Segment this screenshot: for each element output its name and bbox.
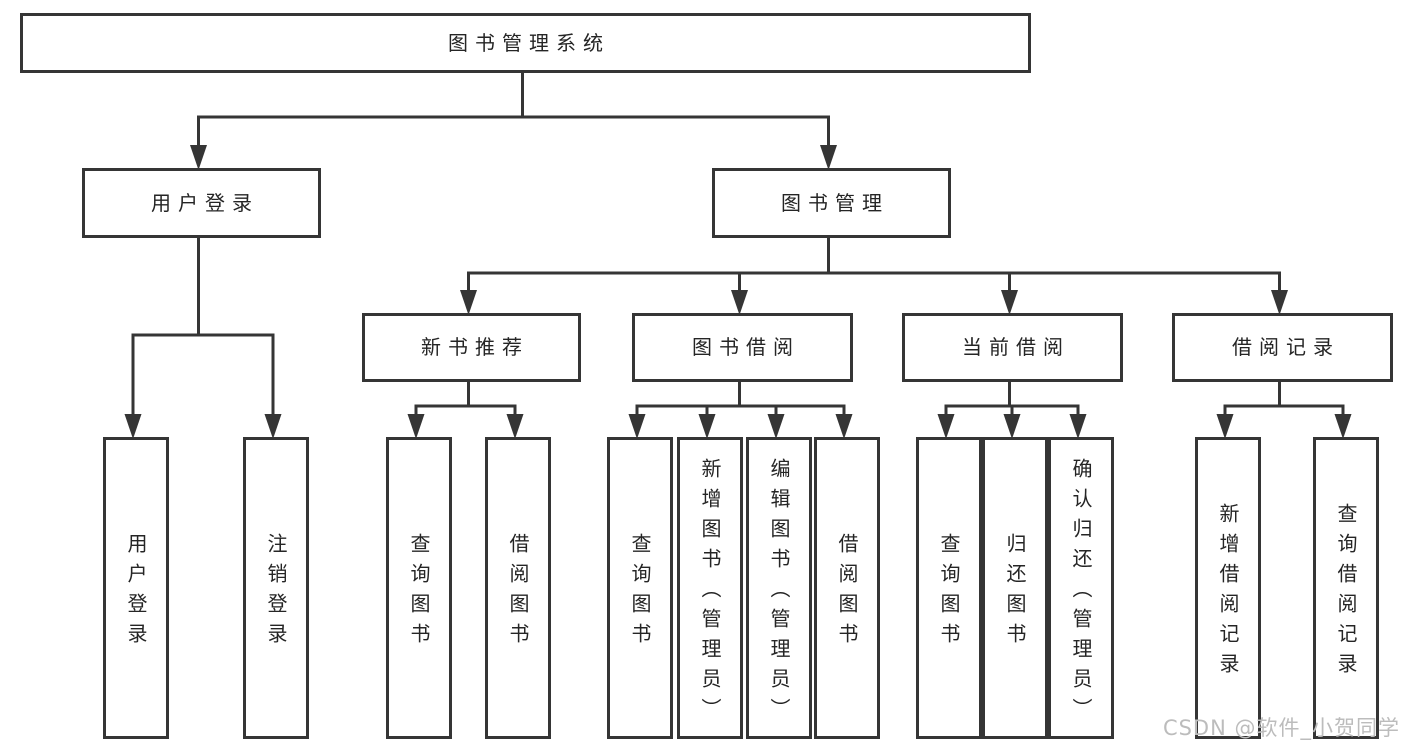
node-label-bb-borrow-book: 借阅图书 bbox=[835, 533, 859, 653]
node-label-logout: 注销登录 bbox=[264, 533, 288, 653]
node-cb-confirm-return: 确认归还（管理员） bbox=[1048, 437, 1114, 739]
node-bb-add-book: 新增图书（管理员） bbox=[677, 437, 743, 739]
node-label-new-book-rec: 新书推荐 bbox=[421, 335, 529, 359]
node-label-bb-edit-book: 编辑图书（管理员） bbox=[767, 458, 791, 728]
node-br-add-record: 新增借阅记录 bbox=[1195, 437, 1261, 739]
node-label-bb-add-book: 新增图书（管理员） bbox=[698, 458, 722, 728]
node-new-book-rec: 新书推荐 bbox=[362, 313, 581, 382]
node-rec-borrow-book: 借阅图书 bbox=[485, 437, 551, 739]
node-label-user-login: 用户登录 bbox=[151, 190, 259, 215]
node-label-cb-confirm-return: 确认归还（管理员） bbox=[1069, 458, 1093, 728]
node-label-br-query-record: 查询借阅记录 bbox=[1334, 503, 1358, 683]
node-rec-query-book: 查询图书 bbox=[386, 437, 452, 739]
node-user-login: 用户登录 bbox=[82, 168, 321, 238]
node-borrow-record: 借阅记录 bbox=[1172, 313, 1393, 382]
node-label-br-add-record: 新增借阅记录 bbox=[1216, 503, 1240, 683]
node-label-cb-query-book: 查询图书 bbox=[937, 533, 961, 653]
node-bb-borrow-book: 借阅图书 bbox=[814, 437, 880, 739]
node-label-rec-borrow-book: 借阅图书 bbox=[506, 533, 530, 653]
node-label-borrow-record: 借阅记录 bbox=[1232, 335, 1340, 359]
node-book-borrow: 图书借阅 bbox=[632, 313, 853, 382]
node-bb-query-book: 查询图书 bbox=[607, 437, 673, 739]
node-label-login: 用户登录 bbox=[124, 533, 148, 653]
node-bb-edit-book: 编辑图书（管理员） bbox=[746, 437, 812, 739]
node-cb-query-book: 查询图书 bbox=[916, 437, 982, 739]
node-label-cb-return-book: 归还图书 bbox=[1003, 533, 1027, 653]
node-label-book-borrow: 图书借阅 bbox=[692, 335, 800, 359]
node-label-current-borrow: 当前借阅 bbox=[962, 335, 1070, 359]
node-label-root: 图书管理系统 bbox=[448, 30, 610, 55]
node-login: 用户登录 bbox=[103, 437, 169, 739]
node-br-query-record: 查询借阅记录 bbox=[1313, 437, 1379, 739]
node-label-bb-query-book: 查询图书 bbox=[628, 533, 652, 653]
node-current-borrow: 当前借阅 bbox=[902, 313, 1123, 382]
node-label-book-mgmt: 图书管理 bbox=[781, 190, 889, 215]
node-root: 图书管理系统 bbox=[20, 13, 1031, 73]
node-logout: 注销登录 bbox=[243, 437, 309, 739]
node-cb-return-book: 归还图书 bbox=[982, 437, 1048, 739]
watermark-text: CSDN @软件_小贺同学 bbox=[1162, 716, 1400, 740]
node-book-mgmt: 图书管理 bbox=[712, 168, 951, 238]
node-label-rec-query-book: 查询图书 bbox=[407, 533, 431, 653]
